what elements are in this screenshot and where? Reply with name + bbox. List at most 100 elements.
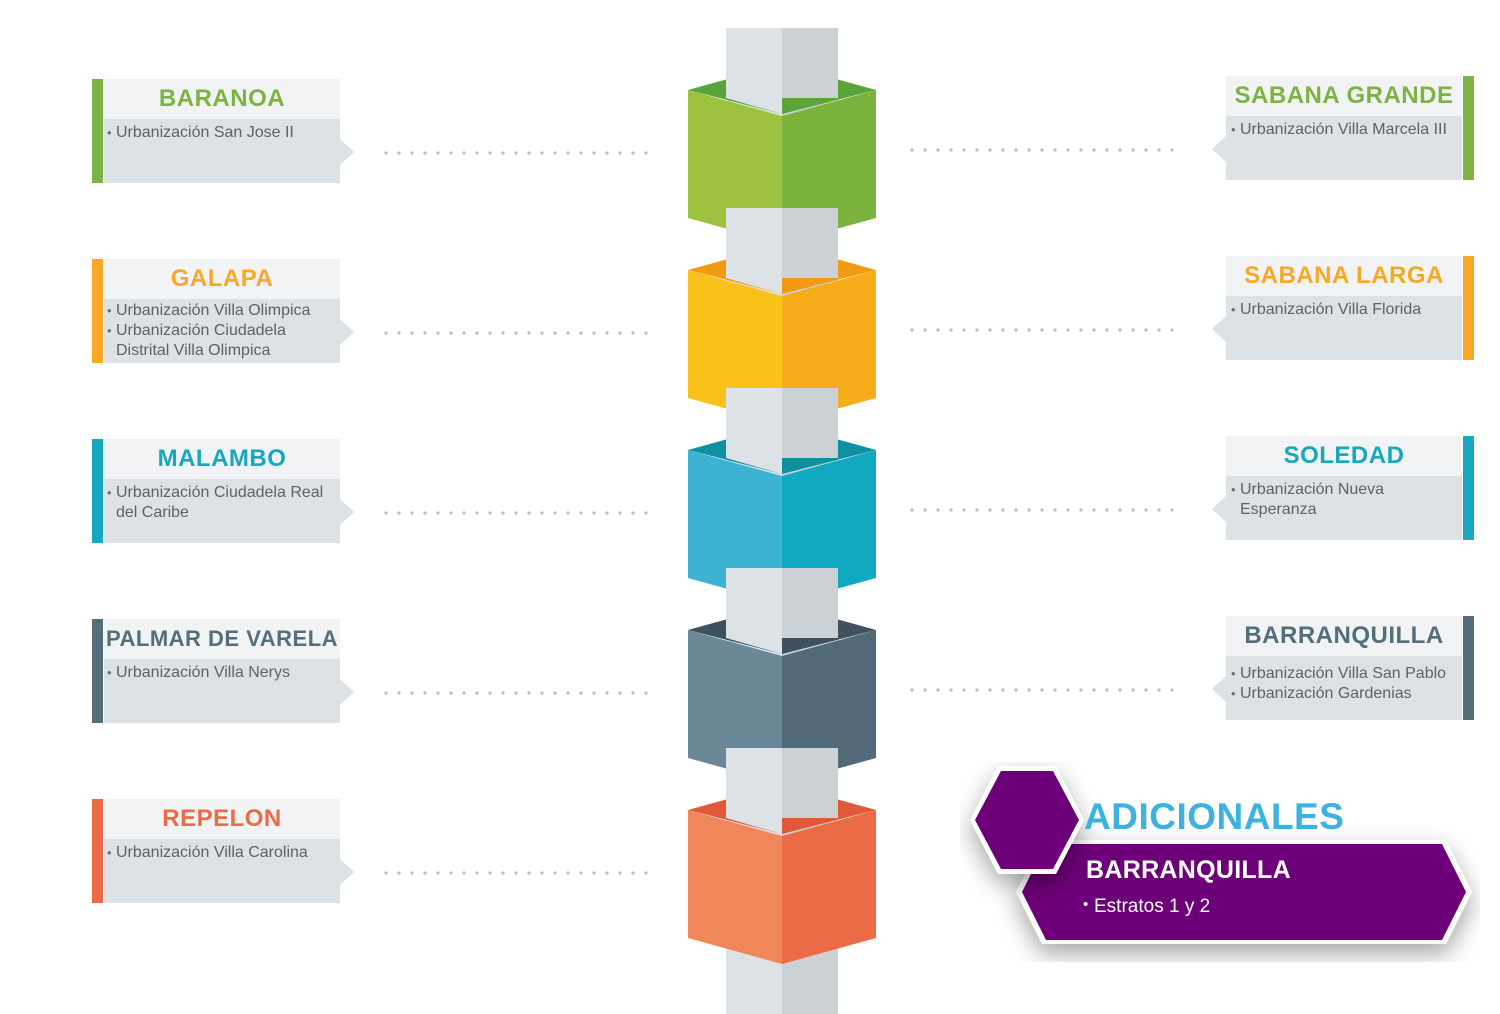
additional-panel: ADICIONALES BARRANQUILLA Estratos 1 y 2 <box>960 762 1480 962</box>
connector-dot <box>1001 508 1005 512</box>
group-title: REPELON <box>104 799 340 839</box>
connector-dot <box>1014 688 1018 692</box>
connector-dot <box>1170 688 1174 692</box>
connector-dot <box>475 151 479 155</box>
list-item: Urbanización Villa Nerys <box>107 663 334 683</box>
connector-dot <box>949 148 953 152</box>
list-item: Estratos 1 y 2 <box>1083 896 1210 918</box>
connector-dot <box>1118 688 1122 692</box>
cube-side-face <box>782 630 876 784</box>
card-pointer <box>1212 136 1226 162</box>
connector-dot <box>514 331 518 335</box>
connector-dot <box>488 871 492 875</box>
connector-dot <box>1170 148 1174 152</box>
connector-dot <box>1092 508 1096 512</box>
group-accent-bar <box>1463 256 1474 360</box>
connector-dot <box>488 331 492 335</box>
connector-dot <box>397 871 401 875</box>
group-card-baranoa: BARANOA Urbanización San Jose II <box>92 79 354 183</box>
connector-dot <box>449 151 453 155</box>
list-item: Urbanización San Jose II <box>107 123 334 143</box>
connector-dot <box>631 871 635 875</box>
group-accent-bar <box>92 799 103 903</box>
connector-dot <box>1157 148 1161 152</box>
connector-dot <box>540 871 544 875</box>
group-accent-bar <box>92 439 103 543</box>
connector-dot <box>605 331 609 335</box>
cube-stack <box>688 28 876 964</box>
card-pointer <box>1212 676 1226 702</box>
connector-dot <box>1105 688 1109 692</box>
connector-dot <box>475 511 479 515</box>
connector-dot <box>1027 328 1031 332</box>
connector-dot <box>553 871 557 875</box>
group-title: BARRANQUILLA <box>1226 616 1462 656</box>
connector-dot <box>592 151 596 155</box>
cube-side-face <box>782 270 876 424</box>
connector-dot <box>1053 148 1057 152</box>
connector-dot <box>936 508 940 512</box>
connector-dot <box>605 871 609 875</box>
connector-dot <box>1105 508 1109 512</box>
connector-dot <box>514 871 518 875</box>
pillar-segment-left <box>726 388 782 458</box>
connector-dot <box>423 151 427 155</box>
connector-dot <box>527 331 531 335</box>
connector-dot <box>923 328 927 332</box>
connector-dot <box>975 508 979 512</box>
group-body: Urbanización Villa Florida <box>1226 296 1462 360</box>
group-accent-bar <box>92 259 103 363</box>
connector-dot <box>1131 148 1135 152</box>
connector-dot <box>553 691 557 695</box>
connector-dot <box>592 691 596 695</box>
connector-dot <box>644 151 648 155</box>
group-body: Urbanización San Jose II <box>104 119 340 183</box>
connector-dot <box>475 331 479 335</box>
connector-dot <box>540 511 544 515</box>
connector-dot <box>1040 508 1044 512</box>
list-item-continuation: Esperanza <box>1240 501 1317 518</box>
pillar-segment-left <box>726 28 782 98</box>
connector-dot <box>1157 508 1161 512</box>
card-pointer <box>340 859 354 885</box>
connector-dot <box>462 691 466 695</box>
connector-row-left <box>384 691 648 695</box>
connector-row-left <box>384 511 648 515</box>
connector-dot <box>936 148 940 152</box>
connector-dot <box>644 511 648 515</box>
connector-dot <box>449 871 453 875</box>
connector-dot <box>397 691 401 695</box>
connector-dot <box>527 871 531 875</box>
connector-dot <box>527 691 531 695</box>
connector-dot <box>923 148 927 152</box>
connector-dot <box>1170 508 1174 512</box>
list-item-continuation: del Caribe <box>116 504 189 521</box>
connector-dot <box>501 691 505 695</box>
list-item: Urbanización Villa Marcela III <box>1231 120 1456 140</box>
connector-dot <box>410 691 414 695</box>
connector-dot <box>384 511 388 515</box>
connector-dot <box>1066 688 1070 692</box>
connector-dot <box>618 151 622 155</box>
additional-title: ADICIONALES <box>1084 796 1345 837</box>
connector-dot <box>1144 688 1148 692</box>
pillar-segment-left <box>726 208 782 278</box>
connector-dot <box>910 508 914 512</box>
connector-dot <box>475 871 479 875</box>
cube-front-face <box>688 630 782 784</box>
connector-dot <box>1066 508 1070 512</box>
connector-dot <box>566 151 570 155</box>
group-card-soledad: SOLEDAD Urbanización Nueva Esperanza <box>1212 436 1474 540</box>
group-body: Urbanización Villa Carolina <box>104 839 340 903</box>
connector-dot <box>1079 688 1083 692</box>
connector-dot <box>566 331 570 335</box>
list-item: Urbanización Villa Florida <box>1231 300 1456 320</box>
connector-dot <box>423 691 427 695</box>
connector-dot <box>631 511 635 515</box>
connector-dot <box>553 331 557 335</box>
group-title: MALAMBO <box>104 439 340 479</box>
connector-dot <box>1131 328 1135 332</box>
connector-row-right <box>910 508 1174 512</box>
connector-dot <box>579 691 583 695</box>
group-card-malambo: MALAMBO Urbanización Ciudadela Real del … <box>92 439 354 543</box>
